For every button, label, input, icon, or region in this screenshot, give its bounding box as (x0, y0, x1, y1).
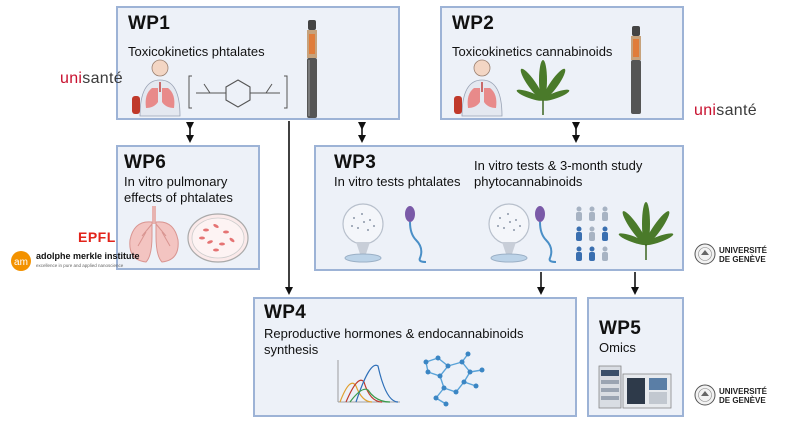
unige-seal-icon (694, 384, 716, 406)
wp6-subtitle: In vitro pulmonary effects of phtalates (124, 174, 233, 205)
unige-seal-icon (694, 243, 716, 265)
unisante-logo-gray: santé (716, 102, 757, 119)
unige-logo-line1: UNIVERSITÉ (719, 246, 768, 255)
unisante-logo-red: uni (694, 102, 717, 119)
wp3-title: WP3 (334, 152, 377, 173)
svg-text:am: am (14, 257, 28, 268)
ami-logo-tagline: excellence in pure and applied nanoscien… (36, 263, 124, 268)
cannabis-leaf-icon (618, 202, 674, 260)
vape-pen-icon (307, 20, 317, 118)
microscope-view-icon (488, 203, 530, 263)
wp4-subtitle: Reproductive hormones & endocannabinoids… (264, 326, 524, 357)
phthalate-structure-icon (188, 75, 288, 109)
wp3-subtitle-2: In vitro tests & 3-month study phytocann… (474, 158, 643, 189)
mass-spectrometer-icon (598, 365, 672, 409)
human-lungs-icon (454, 59, 503, 117)
cannabis-leaf-icon (516, 60, 570, 115)
ami-logo-text: adolphe merkle institute (36, 251, 140, 261)
wp1-subtitle: Toxicokinetics phtalates (128, 44, 265, 59)
lungs-icon (129, 206, 179, 263)
unige-logo-text: UNIVERSITÉ DE GENÈVE (719, 387, 767, 405)
wp4-title: WP4 (264, 302, 307, 323)
people-group-icon (576, 206, 608, 261)
distribution-curves-icon (337, 360, 400, 403)
unisante-logo: unisanté (694, 102, 757, 120)
unisante-logo-red: uni (60, 70, 83, 87)
unisante-logo-gray: santé (82, 70, 123, 87)
wp5-title: WP5 (599, 318, 642, 339)
wp6-title: WP6 (124, 152, 167, 173)
unisante-logo: unisanté (60, 70, 123, 88)
vape-pen-icon (631, 26, 641, 114)
unige-logo-line2: DE GENÈVE (719, 255, 766, 264)
microscope-view-icon (342, 203, 384, 263)
unige-logo-line2: DE GENÈVE (719, 396, 766, 405)
wp2-title: WP2 (452, 13, 495, 34)
wp5-subtitle: Omics (599, 340, 636, 355)
sperm-cell-icon (405, 206, 427, 263)
wp3-subtitle: In vitro tests phtalates (334, 174, 461, 189)
wp4-box (253, 297, 577, 417)
ami-logo-icon: am (11, 251, 31, 271)
petri-dish-icon (187, 213, 249, 263)
unige-logo-text: UNIVERSITÉ DE GENÈVE (719, 246, 767, 264)
molecular-network-icon (423, 351, 485, 407)
human-lungs-icon (132, 59, 181, 117)
wp2-subtitle: Toxicokinetics cannabinoids (452, 44, 613, 59)
wp1-title: WP1 (128, 13, 171, 34)
sperm-cell-icon (535, 206, 557, 263)
epfl-logo: EPFL (78, 229, 116, 245)
unige-logo-line1: UNIVERSITÉ (719, 387, 768, 396)
